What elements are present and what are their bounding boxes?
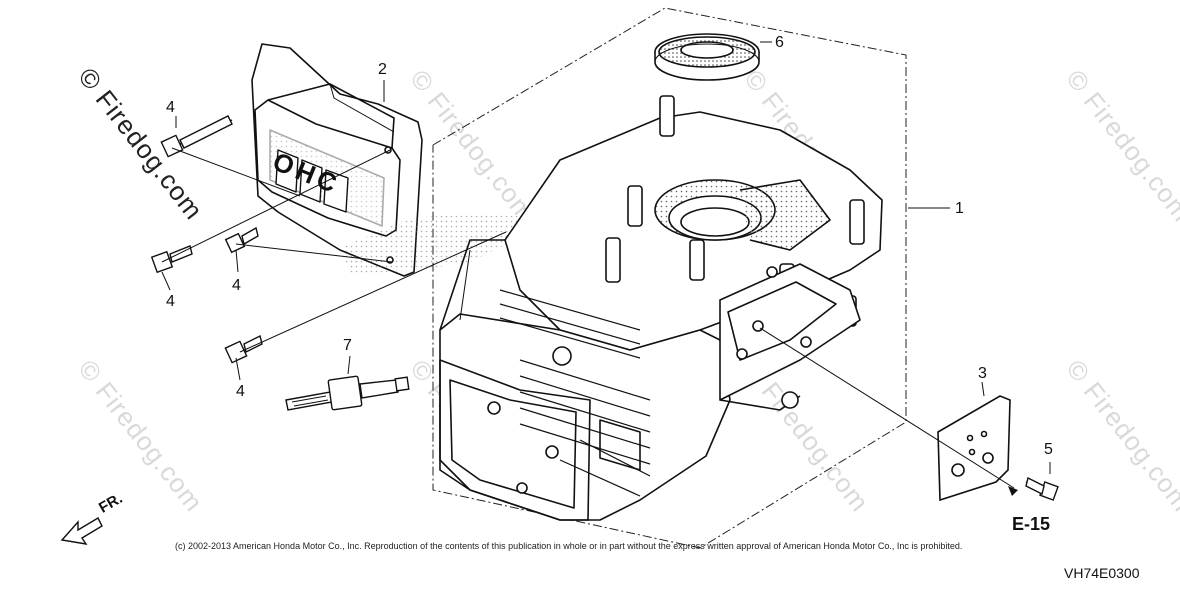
callout-4-mid: 4 [232,277,241,294]
bolt-5 [1025,476,1059,501]
callout-4-lower: 4 [236,383,245,400]
callout-3: 3 [978,365,987,382]
bolt-4-upper [160,115,233,158]
oil-seal [654,33,760,81]
bolt-4-mid [224,226,259,254]
front-arrow [60,517,103,545]
crankcase [439,95,883,521]
bolt-4-lower [224,334,263,364]
head-cover [251,43,423,277]
section-reference: E-15 [1012,514,1051,534]
spark-plug [285,375,410,411]
copyright-notice: (c) 2002-2013 American Honda Motor Co., … [175,541,963,551]
gasket-ghost [340,214,560,274]
callout-4-left: 4 [166,293,175,310]
callout-6: 6 [775,34,784,51]
callout-5: 5 [1044,441,1053,458]
callout-2: 2 [378,61,387,78]
callout-7: 7 [343,337,352,354]
figure-code: VH74E0300 [1064,565,1140,581]
callout-4-upper: 4 [166,99,175,116]
callout-1: 1 [955,200,964,217]
assembly-boundary [432,7,907,549]
reference-arrow [1008,486,1018,496]
breather-cover [937,395,1011,502]
leader-lines [161,41,1051,489]
